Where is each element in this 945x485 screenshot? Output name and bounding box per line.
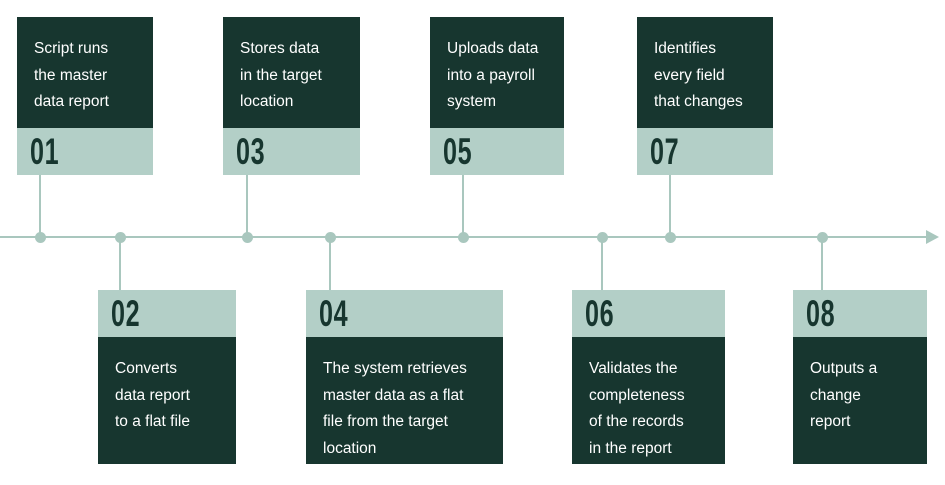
step-02-number-band: 02: [98, 290, 236, 337]
step-02: 02 Converts data report to a flat file: [98, 290, 236, 464]
arrow-right-icon: [926, 230, 939, 244]
connector-step-01: [39, 175, 41, 237]
step-08-number: 08: [806, 292, 836, 334]
step-02-description: Converts data report to a flat file: [98, 337, 236, 464]
step-01-number: 01: [30, 130, 60, 172]
step-06-description: Validates the completeness of the record…: [572, 337, 725, 464]
step-06-number-band: 06: [572, 290, 725, 337]
step-03-number-band: 03: [223, 128, 360, 175]
timeline-dot-01: [35, 232, 46, 243]
connector-step-06: [601, 237, 603, 290]
timeline-dot-08: [817, 232, 828, 243]
step-08-description: Outputs a change report: [793, 337, 927, 464]
step-07-number-band: 07: [637, 128, 773, 175]
step-07: Identifies every field that changes 07: [637, 17, 773, 175]
timeline-dot-04: [325, 232, 336, 243]
step-08: 08 Outputs a change report: [793, 290, 927, 464]
timeline-dot-02: [115, 232, 126, 243]
step-04-description: The system retrieves master data as a fl…: [306, 337, 503, 464]
step-01-description: Script runs the master data report: [17, 17, 153, 128]
connector-step-03: [246, 175, 248, 237]
step-05: Uploads data into a payroll system 05: [430, 17, 564, 175]
step-06: 06 Validates the completeness of the rec…: [572, 290, 725, 464]
step-04-number: 04: [319, 292, 349, 334]
step-01: Script runs the master data report 01: [17, 17, 153, 175]
step-04-number-band: 04: [306, 290, 503, 337]
step-03: Stores data in the target location 03: [223, 17, 360, 175]
connector-step-05: [462, 175, 464, 237]
timeline-dot-05: [458, 232, 469, 243]
timeline-dot-07: [665, 232, 676, 243]
timeline-dot-03: [242, 232, 253, 243]
step-07-description: Identifies every field that changes: [637, 17, 773, 128]
step-05-number: 05: [443, 130, 473, 172]
step-03-number: 03: [236, 130, 266, 172]
step-05-number-band: 05: [430, 128, 564, 175]
step-08-number-band: 08: [793, 290, 927, 337]
step-05-description: Uploads data into a payroll system: [430, 17, 564, 128]
connector-step-08: [821, 237, 823, 290]
step-02-number: 02: [111, 292, 141, 334]
step-07-number: 07: [650, 130, 680, 172]
connector-step-07: [669, 175, 671, 237]
step-04: 04 The system retrieves master data as a…: [306, 290, 503, 464]
connector-step-04: [329, 237, 331, 290]
step-01-number-band: 01: [17, 128, 153, 175]
connector-step-02: [119, 237, 121, 290]
step-03-description: Stores data in the target location: [223, 17, 360, 128]
step-06-number: 06: [585, 292, 615, 334]
timeline-dot-06: [597, 232, 608, 243]
